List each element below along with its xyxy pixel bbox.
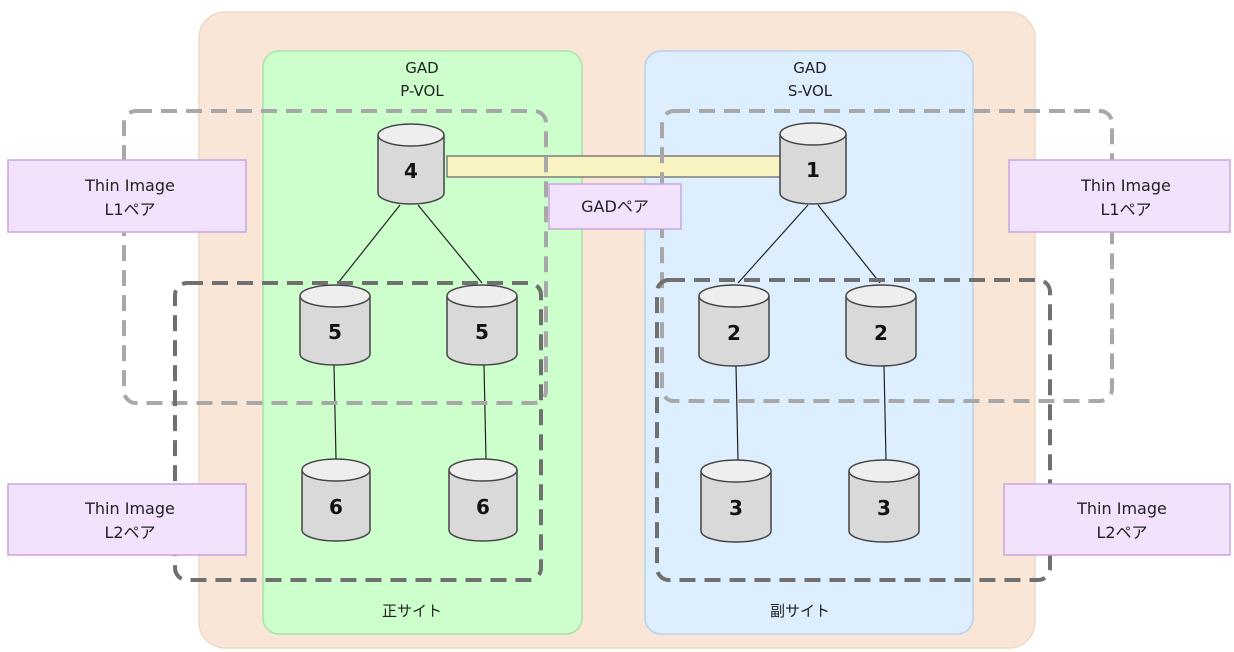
primary-site-footer: 正サイト: [382, 602, 442, 620]
connector-p-l1b-to-l2b: [483, 364, 487, 460]
secondary-site-header-line2: S-VOL: [788, 82, 833, 100]
connector-p-l1a-to-l2a: [333, 364, 337, 460]
right-l2-pair-label: Thin Image L2ペア: [1003, 483, 1231, 556]
gad-pair-bar: [446, 155, 782, 178]
volume-label: 1: [806, 158, 820, 182]
gad-pair-label: GADペア: [548, 183, 682, 230]
volume-s-l1b: 2: [845, 284, 917, 367]
gad-pair-label-text: GADペア: [581, 197, 649, 216]
volume-label: 3: [729, 496, 743, 520]
volume-label: 6: [476, 495, 490, 519]
secondary-site-footer: 副サイト: [770, 602, 830, 620]
primary-site-header-line2: P-VOL: [400, 82, 444, 100]
left-l2-label-line1: Thin Image: [84, 499, 175, 518]
connector-s-l1a-to-l2a: [735, 365, 739, 461]
connector-s-l1b-to-l2b: [883, 365, 887, 461]
right-l1-label-line1: Thin Image: [1080, 176, 1171, 195]
right-l2-pair-group: [655, 278, 1052, 582]
volume-label: 6: [329, 495, 343, 519]
right-l2-label-line1: Thin Image: [1076, 499, 1167, 518]
left-l2-label-line2: L2ペア: [104, 523, 155, 542]
right-l1-pair-label: Thin Image L1ペア: [1008, 159, 1231, 233]
volume-s-l1a: 2: [698, 284, 770, 367]
connector-s-root-to-l1a: [737, 204, 809, 284]
right-l1-label-line2: L1ペア: [1100, 200, 1151, 219]
volume-p-l2b: 6: [448, 458, 518, 542]
volume-s-l2b: 3: [848, 459, 920, 543]
left-l1-pair-group: [122, 109, 548, 405]
volume-p-root: 4: [377, 123, 445, 205]
volume-p-l1b: 5: [446, 284, 518, 366]
volume-p-l2a: 6: [301, 458, 371, 542]
volume-label: 4: [404, 159, 418, 183]
volume-label: 5: [475, 320, 489, 344]
left-l1-label-line2: L1ペア: [104, 200, 155, 219]
primary-site-header-line1: GAD: [405, 59, 438, 77]
connector-p-root-to-l1b: [417, 204, 483, 284]
volume-label: 2: [727, 321, 741, 345]
connector-p-root-to-l1a: [337, 204, 401, 284]
right-l2-label-line2: L2ペア: [1096, 523, 1147, 542]
left-l1-pair-label: Thin Image L1ペア: [7, 159, 247, 233]
left-l2-pair-label: Thin Image L2ペア: [7, 483, 247, 556]
secondary-site-header-line1: GAD: [793, 59, 826, 77]
connector-s-root-to-l1b: [817, 204, 881, 284]
volume-s-root: 1: [779, 122, 847, 205]
volume-s-l2a: 3: [700, 459, 772, 543]
volume-label: 2: [874, 321, 888, 345]
right-l1-pair-group: [660, 109, 1114, 403]
volume-label: 5: [328, 320, 342, 344]
volume-label: 3: [877, 496, 891, 520]
volume-p-l1a: 5: [299, 284, 371, 366]
connector-lines: [333, 204, 887, 461]
left-l1-label-line1: Thin Image: [84, 176, 175, 195]
